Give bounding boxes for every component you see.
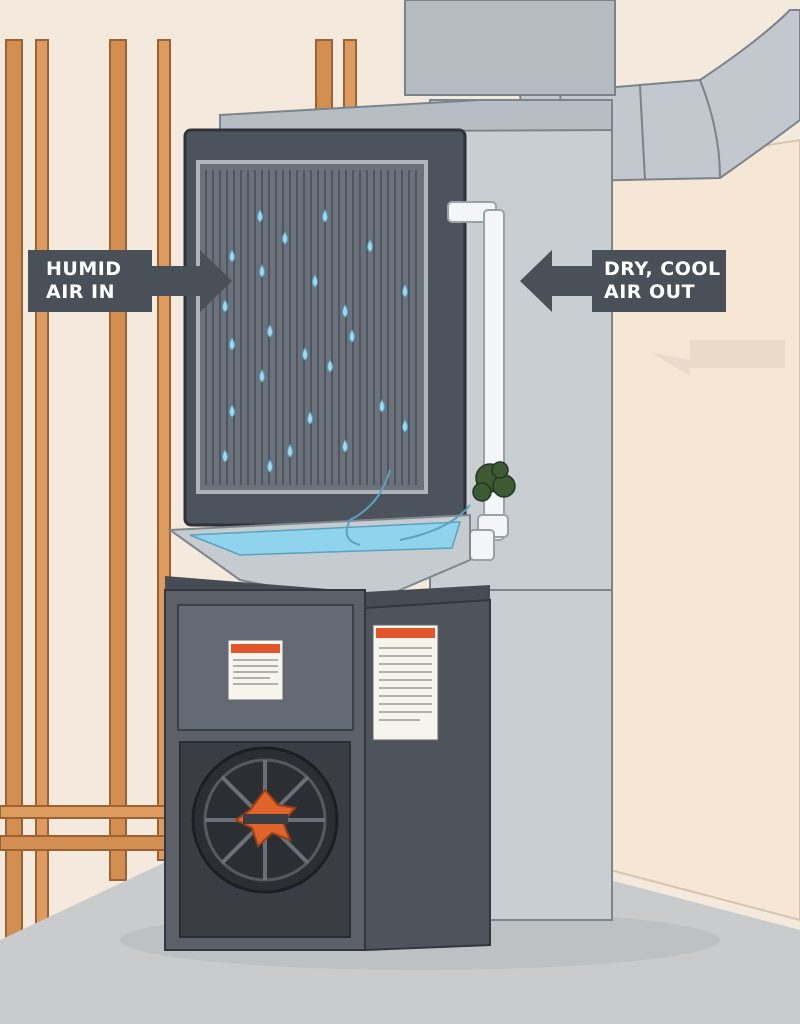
dry-cool-air-out-callout: DRY, COOL AIR OUT	[592, 250, 726, 312]
fan-icon	[191, 746, 339, 894]
warning-label-icon	[227, 624, 439, 741]
condensation-droplets	[222, 209, 408, 473]
faded-arrow-icon	[650, 340, 785, 376]
arrow-left-icon	[520, 250, 592, 312]
evaporator-coil	[183, 128, 467, 527]
mold-growth	[472, 461, 516, 502]
callout-out-line-2: AIR OUT	[604, 281, 696, 303]
callout-in-line-1: HUMID	[46, 258, 122, 280]
arrow-right-icon	[150, 250, 232, 312]
callout-in-line-2: AIR IN	[46, 281, 115, 303]
callout-out-line-1: DRY, COOL	[604, 258, 721, 280]
blower-cabinet	[164, 576, 491, 952]
humid-air-in-callout: HUMID AIR IN	[28, 250, 152, 312]
drain-pan	[167, 469, 471, 607]
drain-pipe	[447, 201, 509, 561]
